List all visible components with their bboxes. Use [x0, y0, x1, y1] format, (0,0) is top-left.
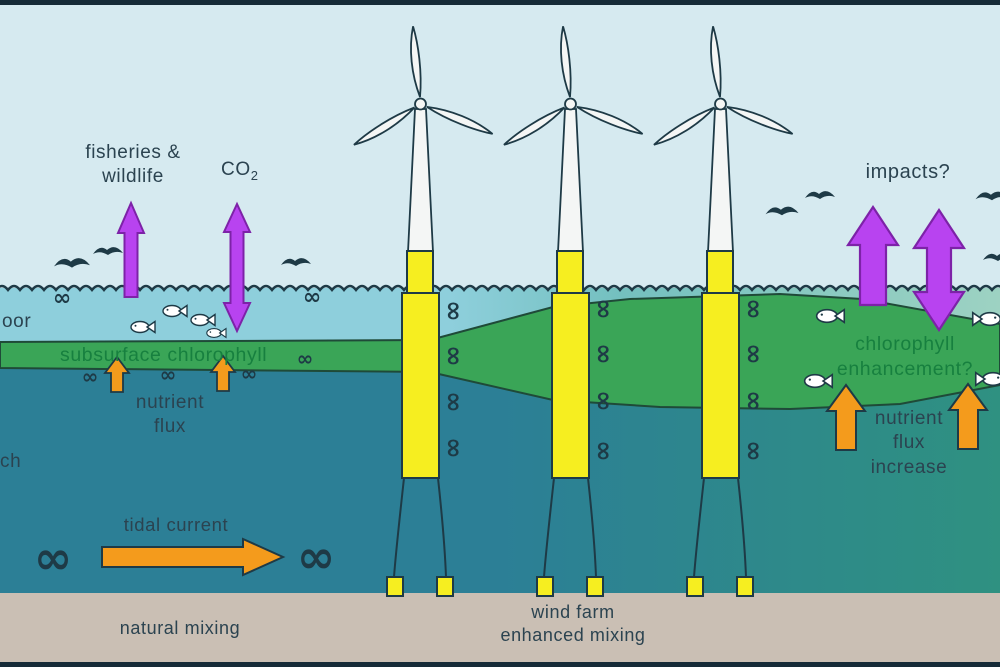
fish-icon — [971, 311, 1000, 327]
nutrient-flux-increase-label: nutrient flux increase — [870, 408, 948, 478]
fisheries-wildlife-label: fisheries & wildlife — [85, 142, 181, 188]
vertical-mixing-infinity-icon: ∞ — [439, 345, 469, 367]
wind-farm-enhanced-mixing-label: wind farm enhanced mixing — [500, 602, 646, 646]
vertical-mixing-infinity-icon: ∞ — [739, 343, 769, 365]
ocean-surface-layer — [0, 288, 1000, 342]
vertical-mixing-infinity-icon: ∞ — [589, 343, 619, 365]
vertical-mixing-infinity-icon: ∞ — [439, 437, 469, 459]
vertical-mixing-infinity-icon: ∞ — [589, 390, 619, 412]
turbulence-infinity-icon: ∞ — [303, 285, 321, 310]
nutrient-flux-arrow — [209, 354, 237, 392]
nutrient-flux-increase-arrow — [825, 383, 867, 451]
vertical-mixing-infinity-icon: ∞ — [589, 440, 619, 462]
turbulence-infinity-icon: ∞ — [53, 286, 71, 311]
tidal-current-arrow — [101, 537, 286, 577]
co2-subscript: 2 — [250, 167, 259, 183]
nutrient-flux-increase-arrow — [947, 382, 989, 450]
fish-icon — [206, 328, 227, 338]
subsurface-chlorophyll-label: subsurface chlorophyll — [60, 344, 268, 366]
turbulence-infinity-icon: ∞ — [297, 530, 335, 584]
vertical-mixing-infinity-icon: ∞ — [589, 298, 619, 320]
impacts-up-arrow — [845, 204, 901, 307]
sky-region — [0, 0, 1000, 288]
seabed-region — [0, 593, 1000, 663]
turbulence-infinity-icon: ∞ — [241, 362, 258, 386]
fish-icon — [190, 313, 216, 327]
nutrient-flux-label: nutrient flux — [135, 392, 205, 438]
fish-icon — [815, 308, 846, 324]
turbulence-infinity-icon: ∞ — [82, 365, 99, 389]
fish-icon — [130, 320, 156, 334]
fish-icon — [974, 371, 1000, 387]
impacts-label: impacts? — [865, 161, 951, 183]
nutrient-poor-cropped-label: oor — [2, 311, 32, 332]
bottom-border — [0, 662, 1000, 667]
vertical-mixing-infinity-icon: ∞ — [739, 390, 769, 412]
tidal-current-label: tidal current — [123, 514, 229, 535]
vertical-mixing-infinity-icon: ∞ — [439, 391, 469, 413]
co2-label: CO2 — [221, 158, 259, 184]
turbulence-infinity-icon: ∞ — [297, 347, 314, 371]
nutrient-flux-arrow — [103, 355, 131, 393]
natural-mixing-label: natural mixing — [119, 618, 241, 638]
fisheries-up-arrow — [116, 200, 146, 298]
top-border — [0, 0, 1000, 5]
impacts-double-arrow — [911, 207, 967, 333]
turbulence-infinity-icon: ∞ — [34, 531, 72, 585]
co2-exchange-double-arrow — [222, 201, 252, 334]
chlorophyll-enhancement-label: chlorophyll enhancement? — [836, 333, 974, 380]
fish-icon — [803, 373, 834, 389]
vertical-mixing-infinity-icon: ∞ — [739, 440, 769, 462]
water-surface-waveline — [0, 284, 1000, 292]
turbulence-infinity-icon: ∞ — [160, 363, 177, 387]
nutrient-rich-cropped-label: ch — [0, 451, 22, 472]
co2-main: CO — [221, 159, 251, 180]
vertical-mixing-infinity-icon: ∞ — [439, 300, 469, 322]
vertical-mixing-infinity-icon: ∞ — [739, 298, 769, 320]
fish-icon — [162, 304, 188, 318]
